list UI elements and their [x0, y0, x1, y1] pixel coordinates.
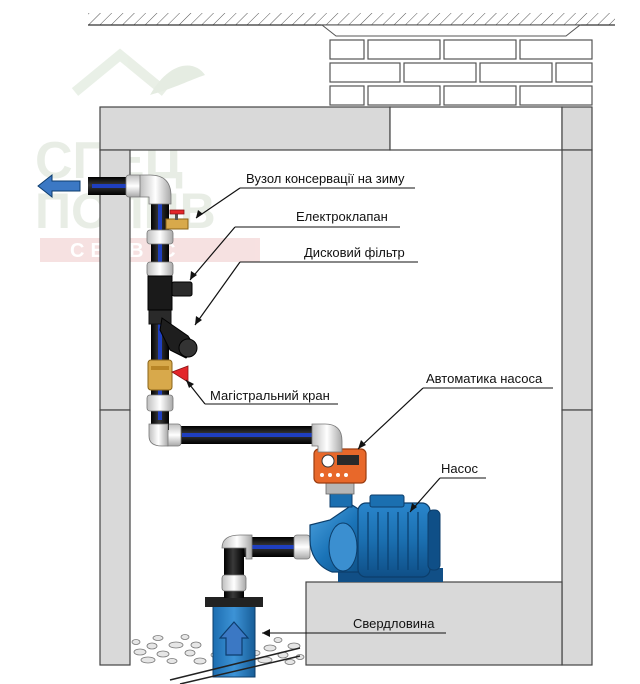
gravel-bed — [131, 634, 305, 665]
callout-borehole: Свердловина — [262, 616, 446, 637]
automation-body — [313, 448, 367, 484]
suction-coupling — [293, 534, 311, 560]
coupling-riser-1 — [146, 394, 174, 412]
pressure-gauge-icon — [321, 454, 335, 468]
pointer-arrow-icon — [190, 271, 197, 280]
pointer-arrow-icon — [196, 210, 203, 218]
main-valve-body — [147, 359, 173, 391]
left-wall-lower — [99, 409, 131, 666]
ground-surface — [88, 13, 615, 26]
pipe-stripe — [248, 545, 296, 549]
suction-elbow — [221, 534, 253, 560]
right-wall-lower — [561, 409, 593, 666]
disc-filter-cap — [178, 338, 198, 358]
coupling-riser-2 — [146, 261, 174, 277]
pointer-arrow-icon — [186, 380, 194, 388]
automation-display — [337, 455, 359, 465]
callout-winter-node: Вузол консервації на зиму — [195, 171, 415, 219]
callout-disc-filter: Дисковий фільтр — [194, 245, 418, 326]
manhole-frame — [320, 24, 582, 37]
water-out-arrow-icon — [37, 173, 81, 199]
drain-valve-body — [165, 218, 189, 230]
ceiling-opening — [389, 106, 563, 151]
pump-automation — [313, 448, 367, 495]
pointer-arrow-icon — [410, 503, 417, 512]
borehole-cap — [205, 597, 263, 607]
pump-outlet — [329, 492, 353, 508]
label-disc-filter: Дисковий фільтр — [304, 245, 405, 260]
pump — [309, 492, 443, 582]
pointer-arrow-icon — [358, 440, 366, 449]
pump-terminal-box — [369, 494, 405, 508]
pipe-stripe — [182, 433, 316, 437]
ceiling-slab-right — [561, 106, 593, 151]
solenoid-coil — [171, 281, 193, 297]
callout-main-valve: Магістральний кран — [185, 379, 338, 405]
label-solenoid-valve: Електроклапан — [296, 209, 388, 224]
brick-shaft — [329, 39, 593, 106]
coupling-riser-3 — [146, 229, 174, 245]
callout-pump: Насос — [409, 461, 486, 513]
solenoid-valve — [147, 275, 193, 311]
label-borehole: Свердловина — [353, 616, 435, 631]
ground-line-1 — [169, 647, 301, 681]
label-main-valve: Магістральний кран — [210, 388, 330, 403]
suction-fitting-lower — [221, 574, 247, 592]
callout-solenoid-valve: Електроклапан — [189, 209, 400, 281]
solenoid-valve-body — [147, 275, 173, 311]
pipe-stripe — [92, 184, 146, 188]
elbow-right — [311, 423, 343, 453]
elbow-bottom — [148, 423, 169, 447]
winter-preservation-node — [165, 209, 189, 230]
ground-line-2 — [179, 655, 301, 684]
main-valve-handle-icon — [171, 365, 189, 383]
pump-pedestal — [305, 581, 563, 666]
pointer-arrow-icon — [195, 316, 202, 325]
label-pump-automation: Автоматика насоса — [426, 371, 543, 386]
elbow-top — [139, 174, 172, 205]
callout-pump-automation: Автоматика насоса — [357, 371, 553, 450]
right-wall-upper — [561, 149, 593, 411]
water-up-arrow-icon — [218, 621, 250, 656]
borehole-casing — [169, 597, 301, 684]
watermark-roof-icon — [71, 48, 169, 96]
label-pump: Насос — [441, 461, 478, 476]
watermark-leaf-icon — [150, 65, 205, 95]
pump-inlet-face — [328, 522, 358, 572]
label-winter-node: Вузол консервації на зиму — [246, 171, 405, 186]
pump-motor — [357, 502, 431, 578]
outlet-pipe — [37, 173, 172, 205]
discharge-pipe-horizontal — [164, 423, 343, 453]
pump-motor-endcap — [427, 509, 441, 571]
pointer-arrow-icon — [262, 629, 270, 637]
main-valve — [147, 359, 189, 391]
ceiling-slab — [99, 106, 391, 151]
drain-valve-handle-icon — [169, 209, 185, 215]
suction-pipe — [221, 534, 311, 598]
